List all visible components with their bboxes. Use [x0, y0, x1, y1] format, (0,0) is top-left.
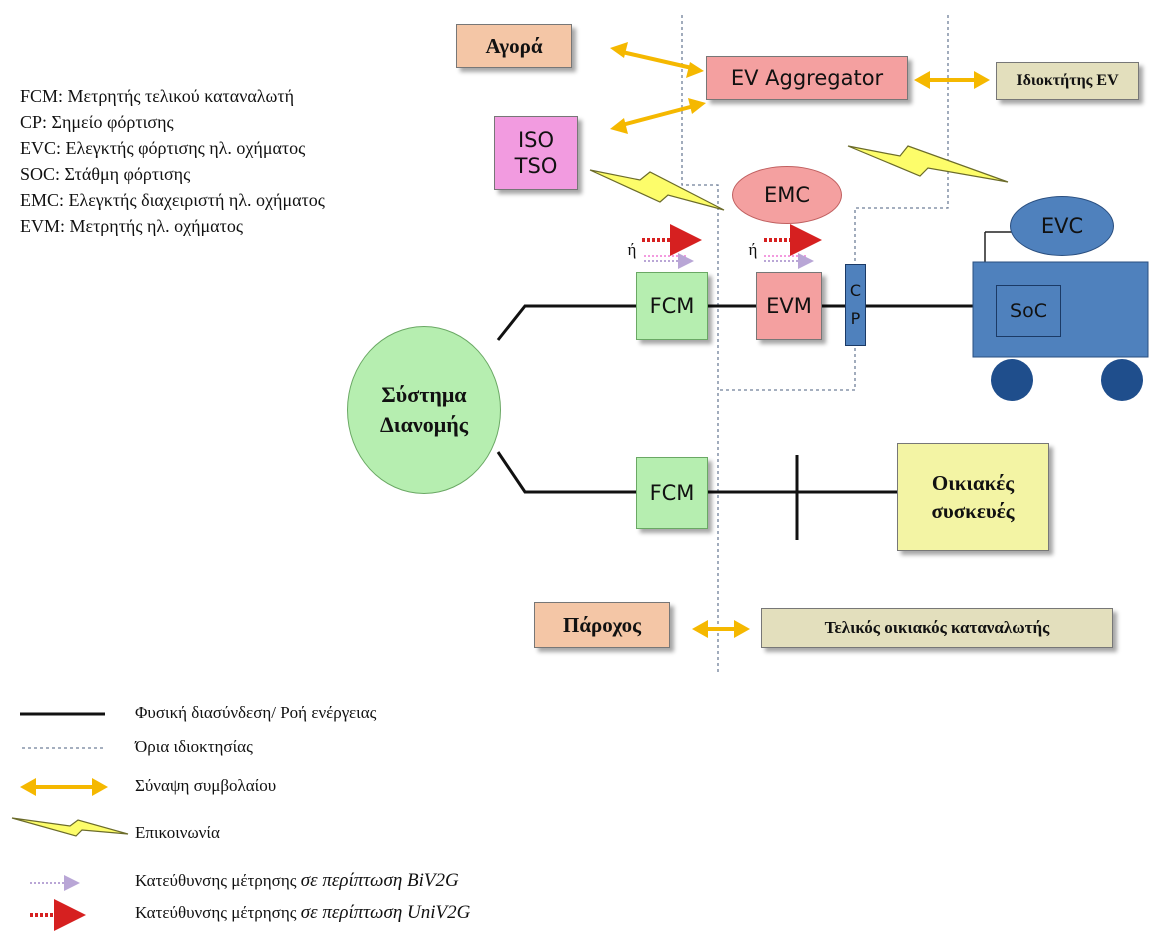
abbr-fcm: FCM: Μετρητής τελικού καταναλωτή	[20, 86, 295, 106]
provider-box: Πάροχος	[534, 602, 670, 648]
iso-tso-box: ISO TSO	[494, 116, 578, 190]
distribution-label-1: Σύστημα	[381, 382, 467, 407]
abbr-evc: EVC: Ελεγκτής φόρτισης ηλ. οχήματος	[20, 138, 306, 158]
ownership-boundaries	[681, 15, 949, 675]
legend-bi-suffix: σε περίπτωση BiV2G	[300, 870, 459, 891]
emc-node: EMC	[732, 166, 842, 224]
communication-bolts	[589, 145, 1009, 211]
legend-uni-v2g: Κατεύθυνσης μέτρησης σε περίπτωση UniV2G	[135, 902, 470, 924]
cp-c-label: C	[849, 281, 862, 300]
end-consumer-box: Τελικός οικιακός καταναλωτής	[761, 608, 1113, 648]
abbr-emc: EMC: Ελεγκτής διαχειριστή ηλ. οχήματος	[20, 190, 325, 210]
abbr-soc: SOC: Στάθμη φόρτισης	[20, 164, 191, 184]
legend-bi-v2g: Κατεύθυνσης μέτρησης σε περίπτωση BiV2G	[135, 870, 459, 892]
ev-owner-box: Ιδιοκτήτης EV	[996, 62, 1139, 100]
fcm-bottom-box: FCM	[636, 457, 708, 529]
fcm-top-box: FCM	[636, 272, 708, 340]
legend-ownership: Όρια ιδιοκτησίας	[135, 737, 253, 756]
legend-communication: Επικοινωνία	[135, 823, 220, 842]
abbr-cp: CP: Σημείο φόρτισης	[20, 112, 174, 132]
ev-aggregator-box: EV Aggregator	[706, 56, 908, 100]
fcm-direction-arrows	[642, 224, 702, 269]
abbreviation-list: FCM: Μετρητής τελικού καταναλωτή CP: Σημ…	[20, 83, 325, 239]
or-label-fcm: ή	[627, 240, 637, 259]
cp-p-label: P	[850, 309, 861, 328]
evc-node: EVC	[1010, 196, 1114, 256]
tso-label: TSO	[514, 154, 558, 178]
appliances-label-2: συσκευές	[931, 499, 1015, 523]
legend-uni-suffix: σε περίπτωση UniV2G	[300, 902, 471, 923]
evm-direction-arrows	[764, 224, 822, 269]
home-appliances-box: Οικιακές συσκευές	[897, 443, 1049, 551]
evm-box: EVM	[756, 272, 822, 340]
legend-physical: Φυσική διασύνδεση/ Ροή ενέργειας	[135, 703, 377, 722]
legend-bi-prefix: Κατεύθυνσης μέτρησης	[135, 871, 297, 890]
contract-arrows	[610, 42, 990, 638]
abbr-evm: EVM: Μετρητής ηλ. οχήματος	[20, 216, 243, 236]
distribution-system-node: Σύστημα Διανομής	[347, 326, 501, 494]
or-label-evm: ή	[748, 240, 758, 259]
iso-label: ISO	[517, 128, 555, 152]
legend-graphics	[11, 712, 129, 931]
soc-box: SoC	[996, 285, 1061, 337]
appliances-label-1: Οικιακές	[931, 471, 1015, 495]
market-box: Αγορά	[456, 24, 572, 68]
distribution-label-2: Διανομής	[380, 412, 468, 437]
ev-wheel-right	[1101, 359, 1143, 401]
cp-box: C P	[845, 264, 866, 346]
legend-uni-prefix: Κατεύθυνσης μέτρησης	[135, 903, 297, 922]
ev-wheel-left	[991, 359, 1033, 401]
legend-contract: Σύναψη συμβολαίου	[135, 776, 277, 795]
